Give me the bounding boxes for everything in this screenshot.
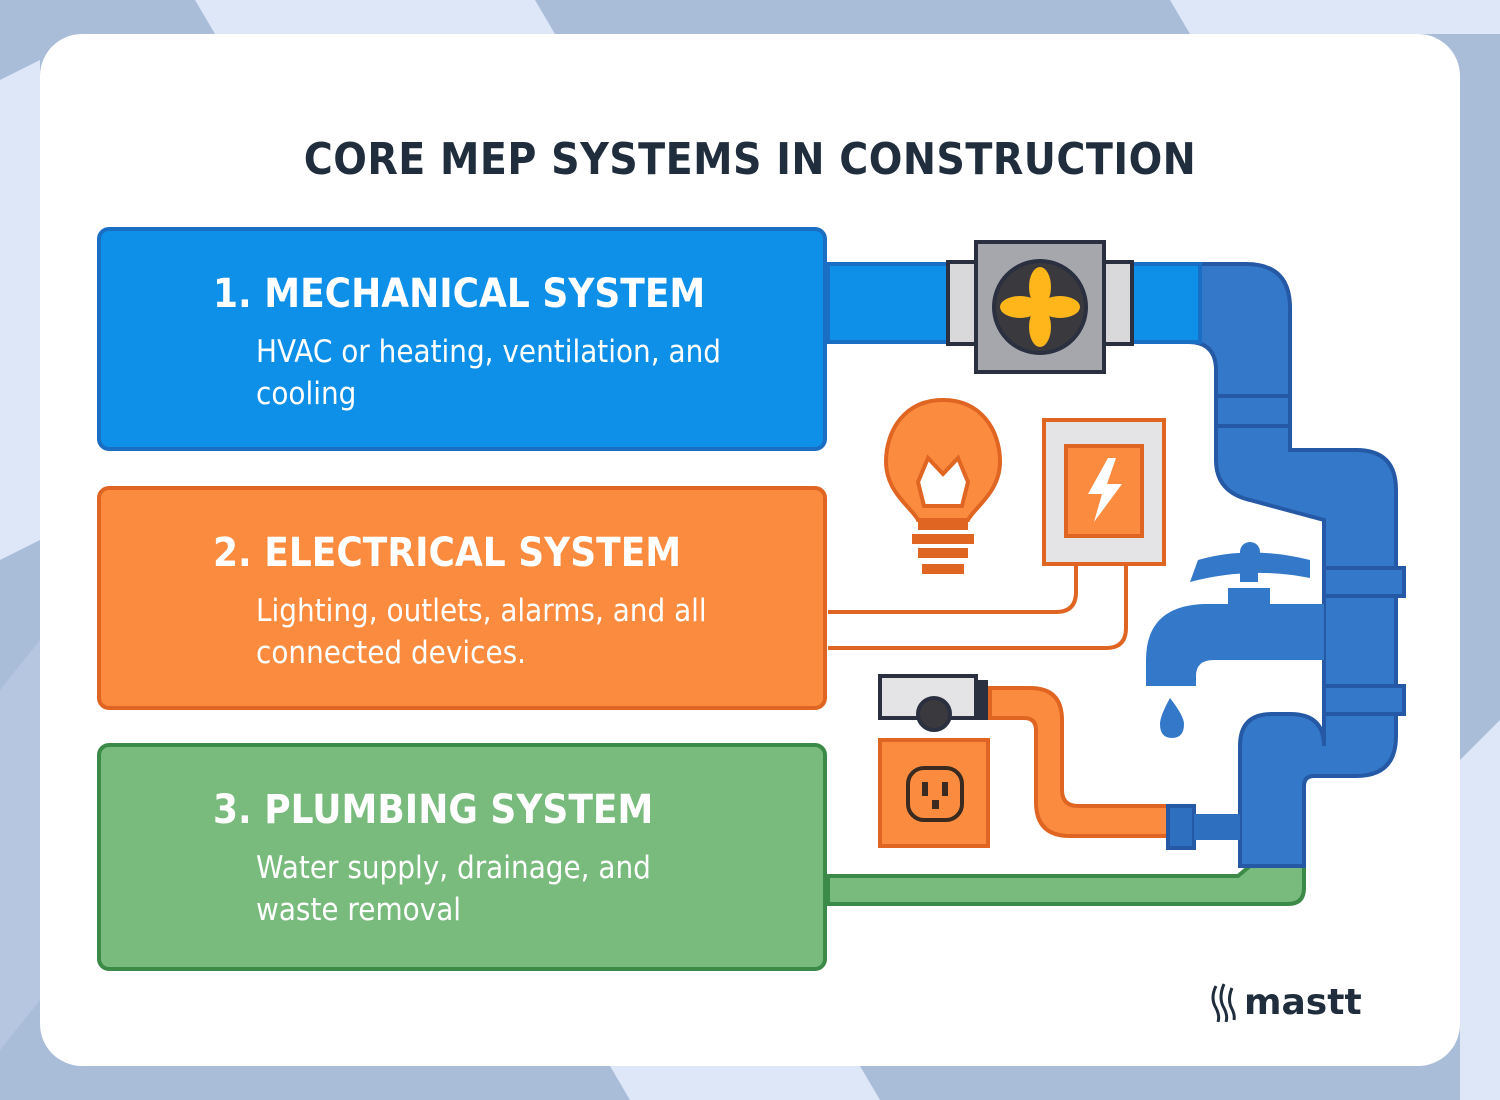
- fan-icon: [946, 240, 1134, 374]
- mastt-flame-icon: [1211, 983, 1236, 1022]
- light-bulb-icon: [883, 397, 1003, 574]
- orange-conduit: [988, 686, 1172, 838]
- mechanical-heading: 1. MECHANICAL SYSTEM: [213, 271, 706, 317]
- plumbing-heading: 3. PLUMBING SYSTEM: [213, 787, 654, 833]
- electrical-panel-icon: [1042, 418, 1166, 566]
- mechanical-system-card: 1. MECHANICAL SYSTEM HVAC or heating, ve…: [97, 227, 827, 451]
- water-faucet-icon: [1146, 542, 1324, 738]
- power-outlet-icon: [878, 738, 990, 848]
- electrical-description: Lighting, outlets, alarms, and all conne…: [256, 593, 707, 671]
- electrical-system-card: 2. ELECTRICAL SYSTEM Lighting, outlets, …: [97, 486, 827, 710]
- logo-wordmark: mastt: [1244, 981, 1362, 1023]
- mechanical-pipe-highlight: [826, 262, 950, 344]
- plumbing-description: Water supply, drainage, and waste remova…: [256, 850, 651, 928]
- drain-pipe: [826, 864, 1306, 906]
- mechanical-description: HVAC or heating, ventilation, and coolin…: [256, 334, 721, 412]
- electrical-heading: 2. ELECTRICAL SYSTEM: [213, 530, 682, 576]
- electrical-wires: [828, 566, 1128, 650]
- meter-icon: [878, 674, 988, 732]
- plumbing-system-card: 3. PLUMBING SYSTEM Water supply, drainag…: [97, 743, 827, 971]
- mastt-logo: mastt: [1210, 980, 1362, 1024]
- page-title: CORE MEP SYSTEMS IN CONSTRUCTION: [303, 134, 1197, 185]
